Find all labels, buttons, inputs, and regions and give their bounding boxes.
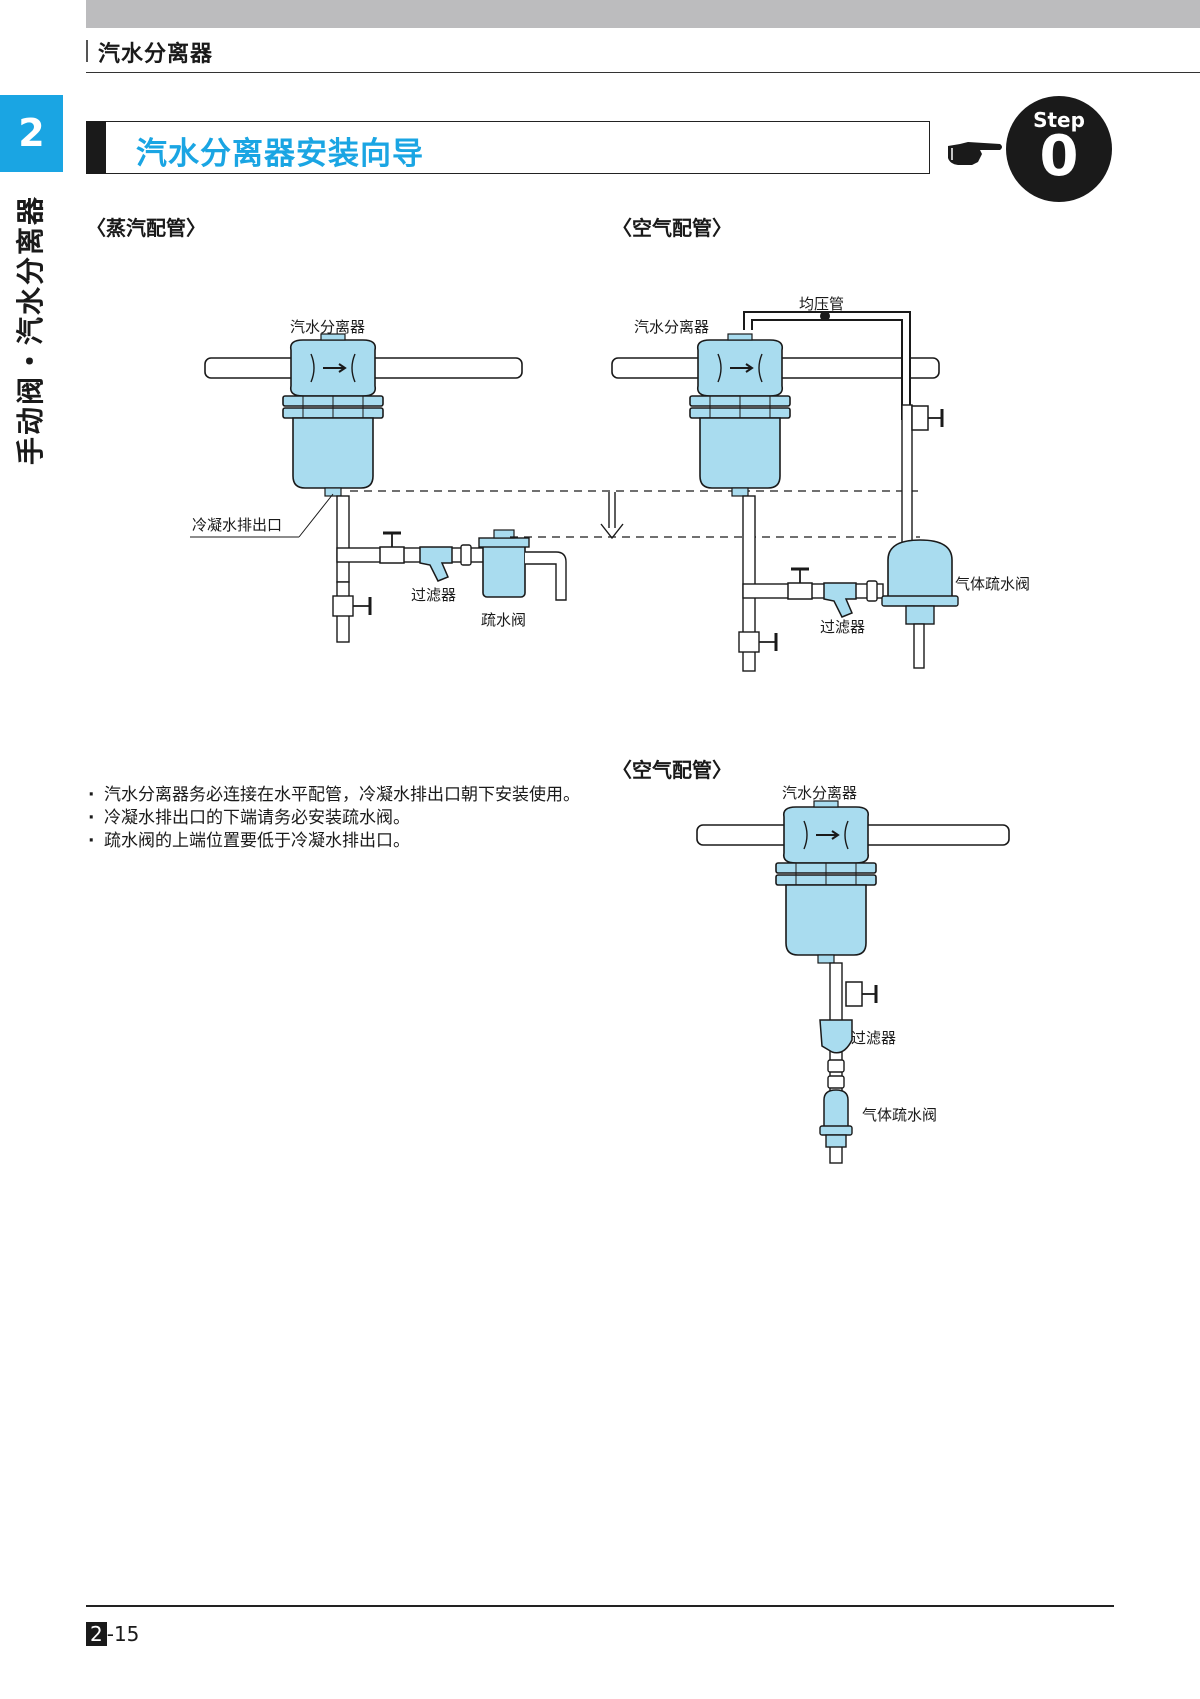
top-gray-bar bbox=[86, 0, 1200, 28]
step-badge: Step 0 bbox=[1006, 96, 1112, 202]
level-reference-lines bbox=[350, 490, 920, 540]
steam-piping-title: 〈蒸汽配管〉 bbox=[86, 216, 206, 240]
step-word: Step bbox=[1033, 108, 1085, 132]
steam-strainer-label: 过滤器 bbox=[411, 586, 456, 604]
air-top-separator-label: 汽水分离器 bbox=[634, 318, 709, 336]
section-banner bbox=[86, 121, 930, 174]
air-top-strainer-label: 过滤器 bbox=[820, 618, 865, 636]
page-number: 2-15 bbox=[86, 1622, 139, 1646]
air-top-air-trap-label: 气体疏水阀 bbox=[955, 575, 1030, 593]
banner-title: 汽水分离器安装向导 bbox=[136, 136, 424, 172]
installation-notes: 汽水分离器务必连接在水平配管，冷凝水排出口朝下安装使用。 冷凝水排出口的下端请务… bbox=[86, 784, 606, 853]
note-item: 汽水分离器务必连接在水平配管，冷凝水排出口朝下安装使用。 bbox=[86, 784, 606, 807]
page-index: -15 bbox=[106, 1622, 140, 1646]
pointing-hand-icon bbox=[948, 142, 1002, 165]
steam-diagram bbox=[190, 333, 567, 643]
steam-separator-label: 汽水分离器 bbox=[290, 318, 365, 336]
air-piping-title-bottom: 〈空气配管〉 bbox=[612, 758, 732, 782]
footer-rule bbox=[86, 1605, 1114, 1607]
step-number: 0 bbox=[1039, 124, 1079, 189]
air-diagram-bottom bbox=[696, 800, 1010, 1164]
header-rule bbox=[86, 72, 1200, 73]
header-divider bbox=[86, 40, 88, 62]
air-bottom-separator-label: 汽水分离器 bbox=[782, 784, 857, 802]
air-diagram-top bbox=[611, 311, 959, 672]
page-chapter: 2 bbox=[86, 1622, 107, 1646]
air-top-balance-pipe-label: 均压管 bbox=[799, 295, 844, 313]
air-bottom-strainer-label: 过滤器 bbox=[851, 1029, 896, 1047]
air-bottom-air-trap-label: 气体疏水阀 bbox=[862, 1106, 937, 1124]
steam-condensate-outlet-label: 冷凝水排出口 bbox=[192, 516, 282, 534]
air-piping-title-top: 〈空气配管〉 bbox=[612, 216, 732, 240]
banner-accent-bar bbox=[86, 121, 106, 174]
steam-trap-label: 疏水阀 bbox=[481, 611, 526, 629]
note-item: 冷凝水排出口的下端请务必安装疏水阀。 bbox=[86, 807, 606, 830]
chapter-number: 2 bbox=[0, 95, 63, 172]
note-item: 疏水阀的上端位置要低于冷凝水排出口。 bbox=[86, 830, 606, 853]
header-title: 汽水分离器 bbox=[98, 42, 214, 67]
